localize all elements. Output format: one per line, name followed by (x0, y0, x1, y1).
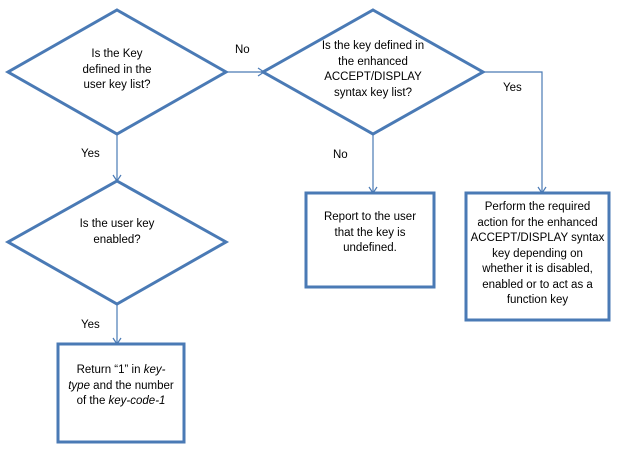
decision-enhanced-key-list-text: Is the key defined in the enhanced ACCEP… (303, 39, 443, 101)
text-line: Report to the user (323, 211, 417, 223)
decision-user-key-list (4, 8, 230, 136)
text-line: enabled or to act as a (482, 278, 593, 291)
text-line: user key list? (83, 79, 151, 91)
text-line: type and the number (58, 379, 184, 395)
text-line: defined in the (82, 63, 152, 76)
decision-user-key-list-text: Is the Key defined in the user key list? (57, 47, 177, 94)
text-line: that the key is (334, 226, 406, 239)
decision-user-key-enabled (4, 179, 230, 306)
text-run-italic: type (68, 379, 90, 392)
text-line: action for the enhanced (477, 216, 598, 229)
process-report-undefined-text: Report to the user that the key is undef… (306, 210, 434, 257)
process-return-key-type (56, 342, 186, 444)
text-run: of the (76, 395, 109, 407)
decision-enhanced-key-list (259, 8, 487, 136)
edge-label-no-enhanced-to-report: No (333, 149, 348, 161)
text-line: of the key-code-1 (58, 394, 184, 410)
process-perform-action-text: Perform the required action for the enha… (466, 200, 609, 309)
text-line: Perform the required (484, 201, 591, 213)
text-line: Is the Key (91, 48, 143, 60)
text-line: Is the user key (79, 218, 155, 230)
edge-label-yes-enabled-to-return: Yes (81, 319, 100, 331)
text-line: enabled? (93, 233, 141, 246)
text-line: function key (506, 294, 569, 306)
text-line: Is the key defined in (321, 40, 425, 52)
text-run-italic: key- (143, 364, 166, 376)
text-line: syntax key list? (334, 86, 412, 99)
text-line: undefined. (343, 242, 397, 254)
text-line: ACCEPT/DISPLAY syntax (470, 232, 605, 244)
text-run-italic: key-code-1 (108, 395, 166, 407)
text-line: the enhanced (338, 55, 408, 68)
edge-label-yes-enhanced-to-perform: Yes (503, 82, 522, 94)
decision-user-key-enabled-text: Is the user key enabled? (57, 217, 177, 248)
text-run: Return “1” in (76, 364, 144, 376)
text-line: Return “1” in key- (58, 363, 184, 379)
text-run: and the number (89, 379, 174, 392)
edge-label-no-user-to-enhanced: No (235, 44, 250, 56)
edge-label-yes-user-to-enabled: Yes (81, 148, 100, 160)
connector-enhanced-to-perform (483, 71, 543, 193)
process-report-undefined (304, 191, 436, 289)
process-return-key-type-text: Return “1” in key- type and the number o… (58, 363, 184, 410)
process-perform-action (464, 191, 611, 322)
text-line: whether it is disabled, (482, 263, 593, 275)
text-line: key depending on (492, 247, 583, 260)
text-line: ACCEPT/DISPLAY (324, 71, 422, 83)
